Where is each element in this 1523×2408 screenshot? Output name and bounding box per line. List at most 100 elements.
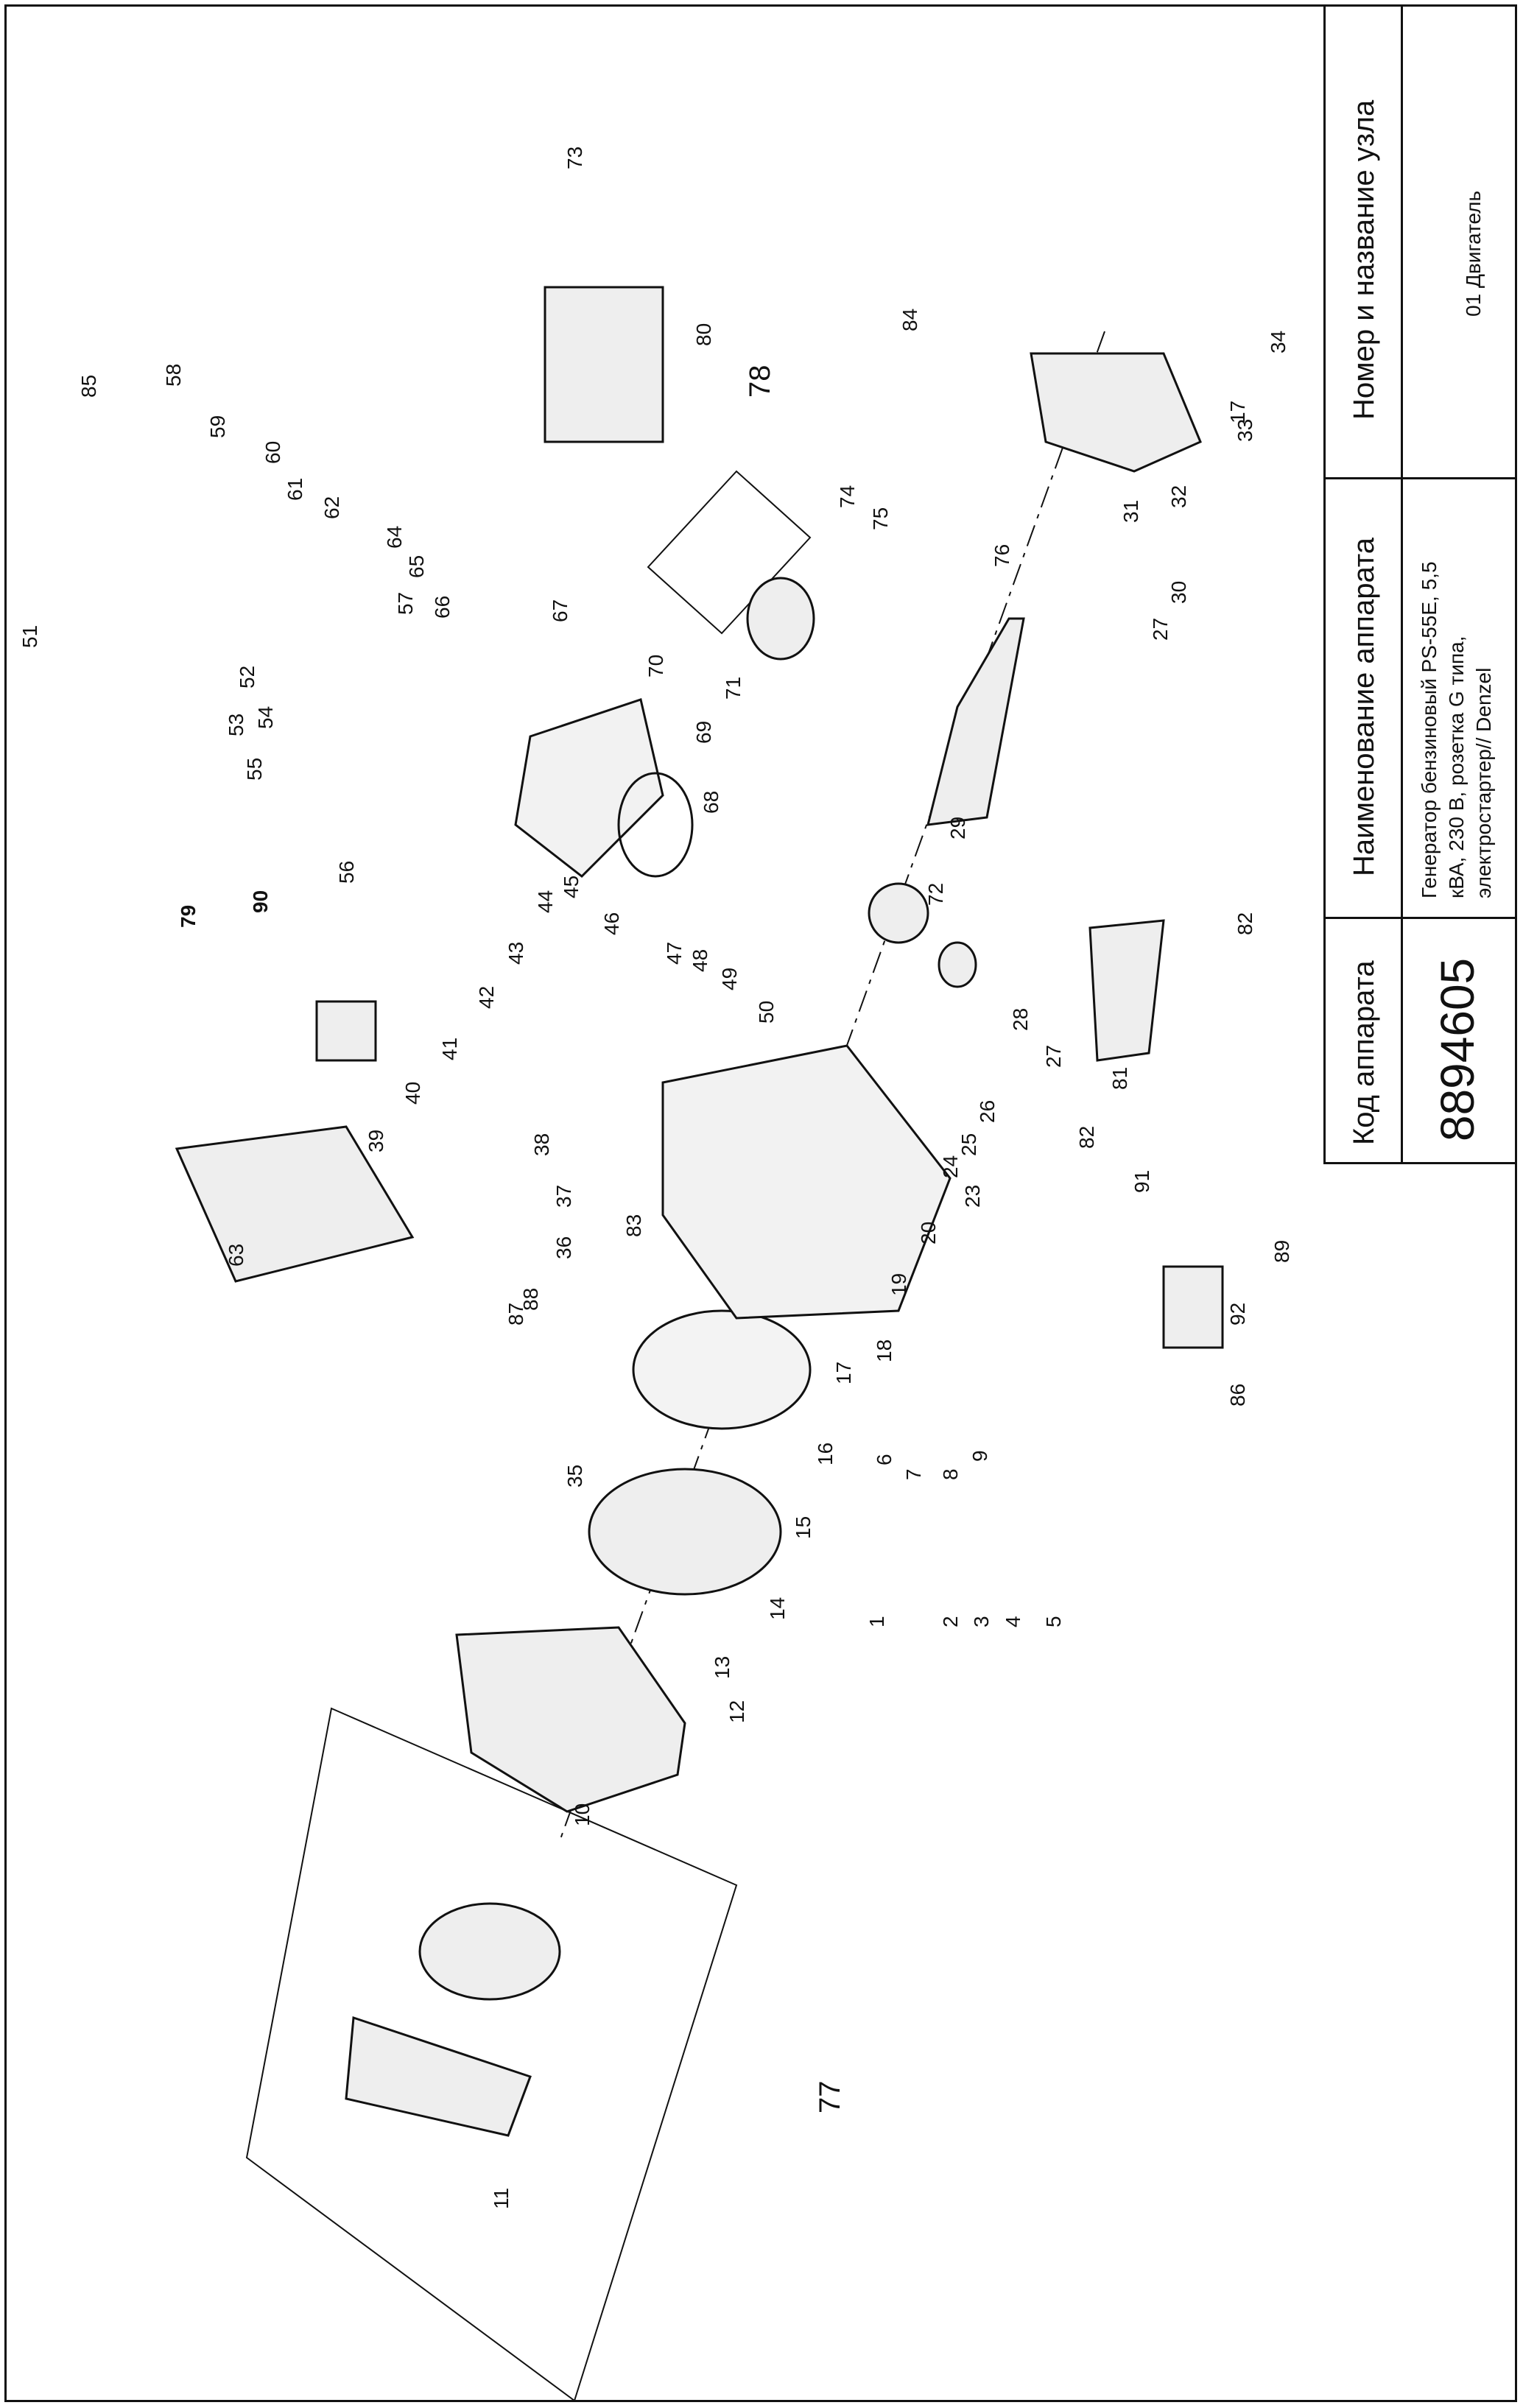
callout-27b: 27 — [1149, 618, 1172, 641]
callout-90: 90 — [249, 890, 272, 913]
callout-9: 9 — [968, 1450, 991, 1462]
callout-76: 76 — [991, 544, 1013, 567]
callout-69: 69 — [692, 721, 715, 744]
callout-33: 33 — [1234, 419, 1256, 442]
starter-pulley-part — [418, 1902, 561, 2001]
callout-43: 43 — [504, 942, 527, 965]
piston-part — [746, 577, 815, 661]
recoil-starter-group-frame — [245, 1707, 738, 2402]
callout-75: 75 — [869, 507, 892, 530]
callout-26: 26 — [976, 1100, 999, 1123]
callout-11: 11 — [490, 2188, 513, 2209]
drawing-frame — [4, 4, 1517, 2402]
callout-74: 74 — [836, 485, 859, 508]
callout-25: 25 — [957, 1133, 980, 1156]
callout-35: 35 — [563, 1465, 586, 1488]
callout-24: 24 — [939, 1155, 962, 1178]
blower-housing-part — [632, 1309, 812, 1430]
callout-29: 29 — [946, 817, 969, 839]
muffler-part — [544, 286, 664, 443]
air-filter-part — [175, 1125, 415, 1283]
callout-23: 23 — [961, 1185, 984, 1208]
callout-83: 83 — [622, 1214, 645, 1237]
camshaft-part — [1088, 919, 1165, 1062]
callout-27a: 27 — [1042, 1045, 1065, 1068]
title-block-header-column — [1323, 4, 1403, 1164]
callout-63: 63 — [225, 1244, 247, 1267]
callout-44: 44 — [534, 890, 557, 913]
callout-20: 20 — [917, 1222, 940, 1245]
callout-61: 61 — [284, 478, 306, 501]
title-block-row-divider-1 — [1323, 477, 1517, 479]
callout-68: 68 — [700, 791, 722, 814]
callout-2: 2 — [939, 1616, 962, 1627]
fan-cover-part — [455, 1626, 686, 1813]
callout-57: 57 — [394, 592, 417, 615]
callout-36: 36 — [552, 1236, 575, 1259]
callout-58: 58 — [162, 364, 185, 387]
callout-39: 39 — [365, 1130, 387, 1152]
callout-51: 51 — [18, 625, 41, 648]
callout-18: 18 — [873, 1339, 896, 1362]
recoil-starter-case-part — [345, 2016, 532, 2137]
callout-54: 54 — [254, 706, 277, 729]
callout-62: 62 — [320, 496, 343, 519]
callout-48: 48 — [689, 949, 711, 972]
callout-4: 4 — [1002, 1616, 1024, 1627]
callout-46: 46 — [600, 912, 623, 935]
callout-42: 42 — [475, 986, 498, 1009]
starter-motor-part — [1162, 1265, 1224, 1349]
callout-77: 77 — [814, 2081, 846, 2114]
callout-53: 53 — [225, 714, 247, 736]
callout-38: 38 — [530, 1133, 553, 1156]
callout-13: 13 — [711, 1656, 734, 1679]
callout-3: 3 — [970, 1616, 993, 1627]
carburetor-part — [315, 1000, 377, 1062]
callout-86: 86 — [1226, 1384, 1249, 1407]
callout-37: 37 — [552, 1185, 575, 1208]
callout-31: 31 — [1119, 500, 1142, 523]
callout-15: 15 — [792, 1516, 815, 1539]
title-block-row-divider-2 — [1323, 917, 1517, 919]
callout-65: 65 — [405, 555, 428, 578]
callout-92: 92 — [1226, 1303, 1249, 1326]
callout-5: 5 — [1042, 1616, 1065, 1627]
callout-82a: 82 — [1234, 912, 1256, 935]
callout-16: 16 — [814, 1443, 837, 1465]
callout-47: 47 — [663, 942, 686, 965]
callout-78: 78 — [744, 365, 776, 398]
callout-73: 73 — [563, 147, 586, 169]
callout-14: 14 — [766, 1597, 789, 1620]
callout-70: 70 — [644, 655, 667, 677]
callout-32: 32 — [1167, 485, 1190, 508]
callout-89: 89 — [1270, 1240, 1293, 1263]
callout-41: 41 — [438, 1038, 461, 1060]
callout-17b: 17 — [1226, 401, 1249, 423]
callout-10: 10 — [571, 1803, 594, 1826]
callout-67: 67 — [549, 599, 571, 622]
callout-34: 34 — [1267, 331, 1290, 353]
callout-40: 40 — [401, 1082, 424, 1105]
callout-84: 84 — [898, 309, 921, 331]
callout-79: 79 — [177, 905, 200, 928]
callout-52: 52 — [236, 666, 258, 689]
callout-88: 88 — [519, 1288, 542, 1311]
governor-gear-part — [938, 941, 977, 988]
callout-91: 91 — [1130, 1170, 1153, 1193]
callout-80: 80 — [692, 323, 715, 346]
callout-8: 8 — [939, 1468, 962, 1480]
flywheel-part — [588, 1468, 782, 1596]
piston-group-frame — [647, 470, 812, 635]
callout-30: 30 — [1167, 581, 1190, 604]
callout-72: 72 — [924, 883, 947, 906]
callout-49: 49 — [718, 968, 741, 990]
callout-6: 6 — [873, 1454, 896, 1465]
callout-55: 55 — [243, 758, 266, 781]
callout-85: 85 — [77, 375, 100, 398]
callout-19: 19 — [887, 1273, 910, 1296]
cylinder-head-part — [514, 698, 664, 878]
callout-82b: 82 — [1075, 1126, 1098, 1149]
callout-64: 64 — [383, 526, 406, 549]
